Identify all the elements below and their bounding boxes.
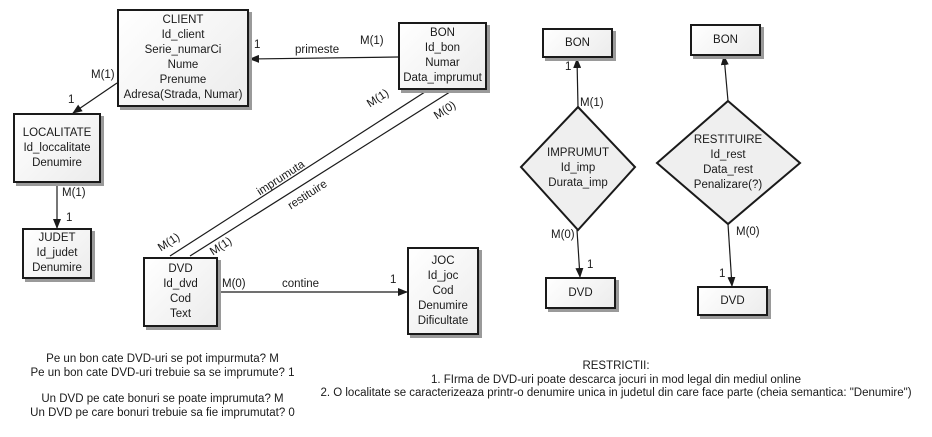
imprumut-dvd-connector: [575, 229, 584, 278]
entity-attribute: Id_judet: [36, 247, 78, 259]
restituire-dvd-connector: [727, 223, 736, 287]
associative-title: RESTITUIRE: [693, 134, 763, 146]
localitate-judet-card-judet: 1: [66, 212, 73, 224]
client-localitate-connector: [72, 82, 118, 114]
question: Pe un bon cate DVD-uri se pot impurmuta?…: [46, 353, 279, 365]
client-localitate-card-localitate: 1: [68, 94, 75, 106]
entity-attribute: Dificultate: [417, 314, 469, 327]
imprumut-card-bon-rel: M(1): [580, 97, 604, 109]
entity-attribute: Denumire: [32, 156, 82, 169]
entity-client[interactable]: CLIENT Id_client Serie_numarCi Nume Pren…: [117, 9, 249, 107]
primeste-card-client: 1: [254, 39, 261, 51]
associative-attribute: Id_rest: [710, 149, 746, 161]
entity-localitate[interactable]: LOCALITATE Id_loccalitate Denumire: [13, 113, 101, 183]
imprumut-bon-entity[interactable]: BON: [542, 28, 613, 58]
primeste-connector: [249, 54, 399, 63]
entity-attribute: Id_joc: [427, 269, 459, 282]
restrictions-block: RESTRICTII: 1. FIrma de DVD-uri poate de…: [300, 360, 932, 401]
restituire-label: RESTITUIRE Id_rest Data_rest Penalizare(…: [673, 133, 783, 193]
entity-attribute: Denumire: [32, 262, 82, 274]
question: Un DVD pe care bonuri trebuie sa fie imp…: [30, 406, 295, 419]
restituire-card-dvd-rel: M(0): [736, 226, 760, 238]
restituire-diamond: [655, 99, 802, 226]
imprumut-card-bon-entity: 1: [565, 61, 572, 73]
restituire-bon-entity[interactable]: BON: [690, 24, 761, 56]
entity-title: BON: [565, 36, 590, 49]
entity-attribute: Denumire: [418, 299, 468, 312]
client-localitate-card-client: M(1): [91, 69, 115, 81]
entity-title: JOC: [431, 254, 455, 267]
imprumut-card-dvd-rel: M(0): [551, 229, 575, 241]
entity-joc[interactable]: JOC Id_joc Cod Denumire Dificultate: [407, 247, 479, 335]
associative-attribute: Data_rest: [703, 164, 753, 176]
restriction-item: 1. FIrma de DVD-uri poate descarca jocur…: [430, 373, 802, 386]
entity-attribute: Adresa(Strada, Numar): [123, 89, 243, 101]
entity-title: DVD: [720, 294, 745, 307]
entity-dvd[interactable]: DVD Id_dvd Cod Text: [143, 257, 218, 327]
entity-attribute: Id_loccalitate: [23, 141, 91, 154]
entity-attribute: Cod: [432, 284, 454, 297]
entity-attribute: Serie_numarCi: [144, 44, 222, 56]
questions-block: Pe un bon cate DVD-uri se pot impurmuta?…: [0, 353, 325, 420]
entity-title: DVD: [568, 286, 593, 299]
entity-title: BON: [713, 33, 738, 46]
associative-attribute: Penalizare(?): [693, 179, 763, 191]
question: Pe un bon cate DVD-uri trebuie sa se imp…: [30, 366, 295, 379]
entity-attribute: Prenume: [159, 74, 207, 86]
imprumut-label: IMPRUMUT Id_imp Durata_imp: [528, 146, 628, 191]
restriction-item: 2. O localitate se caracterizeaza printr…: [320, 387, 912, 399]
entity-attribute: Cod: [169, 293, 192, 305]
entity-attribute: Data_imprumut: [403, 72, 482, 84]
entity-attribute: Id_bon: [424, 42, 461, 54]
entity-attribute: Id_client: [161, 29, 205, 41]
associative-attribute: Durata_imp: [548, 177, 608, 189]
restituire-connector: [189, 89, 454, 257]
restituire-dvd-entity[interactable]: DVD: [697, 286, 768, 316]
primeste-card-bon: M(1): [360, 35, 384, 47]
associative-title: IMPRUMUT: [547, 147, 609, 159]
entity-attribute: Numar: [425, 57, 460, 69]
entity-judet[interactable]: JUDET Id_judet Denumire: [22, 228, 92, 279]
restituire-bon-connector: [720, 55, 729, 102]
contine-label: contine: [282, 278, 320, 290]
contine-card-dvd: M(0): [222, 278, 246, 290]
entity-attribute: Nume: [167, 59, 199, 71]
question: Un DVD pe cate bonuri se poate imprumuta…: [41, 393, 284, 405]
primeste-label: primeste: [295, 44, 340, 56]
entity-bon[interactable]: BON Id_bon Numar Data_imprumut: [398, 22, 487, 90]
imprumut-card-dvd-entity: 1: [587, 259, 594, 271]
contine-card-joc: 1: [390, 274, 397, 286]
entity-title: DVD: [168, 263, 193, 275]
localitate-judet-card-localitate: M(1): [62, 187, 86, 199]
entity-title: LOCALITATE: [22, 126, 92, 139]
imprumuta-connector: [169, 89, 429, 257]
imprumut-diamond: [519, 105, 637, 232]
entity-attribute: Text: [169, 308, 192, 320]
imprumut-bon-connector: [573, 58, 582, 108]
associative-attribute: Id_imp: [560, 162, 596, 174]
imprumut-dvd-entity[interactable]: DVD: [545, 277, 616, 309]
entity-attribute: Id_dvd: [163, 278, 198, 290]
entity-title: CLIENT: [162, 14, 204, 26]
restituire-card-dvd-entity: 1: [719, 268, 726, 280]
entity-title: JUDET: [38, 232, 76, 244]
entity-title: BON: [430, 27, 455, 39]
restrictions-title: RESTRICTII:: [582, 360, 650, 372]
